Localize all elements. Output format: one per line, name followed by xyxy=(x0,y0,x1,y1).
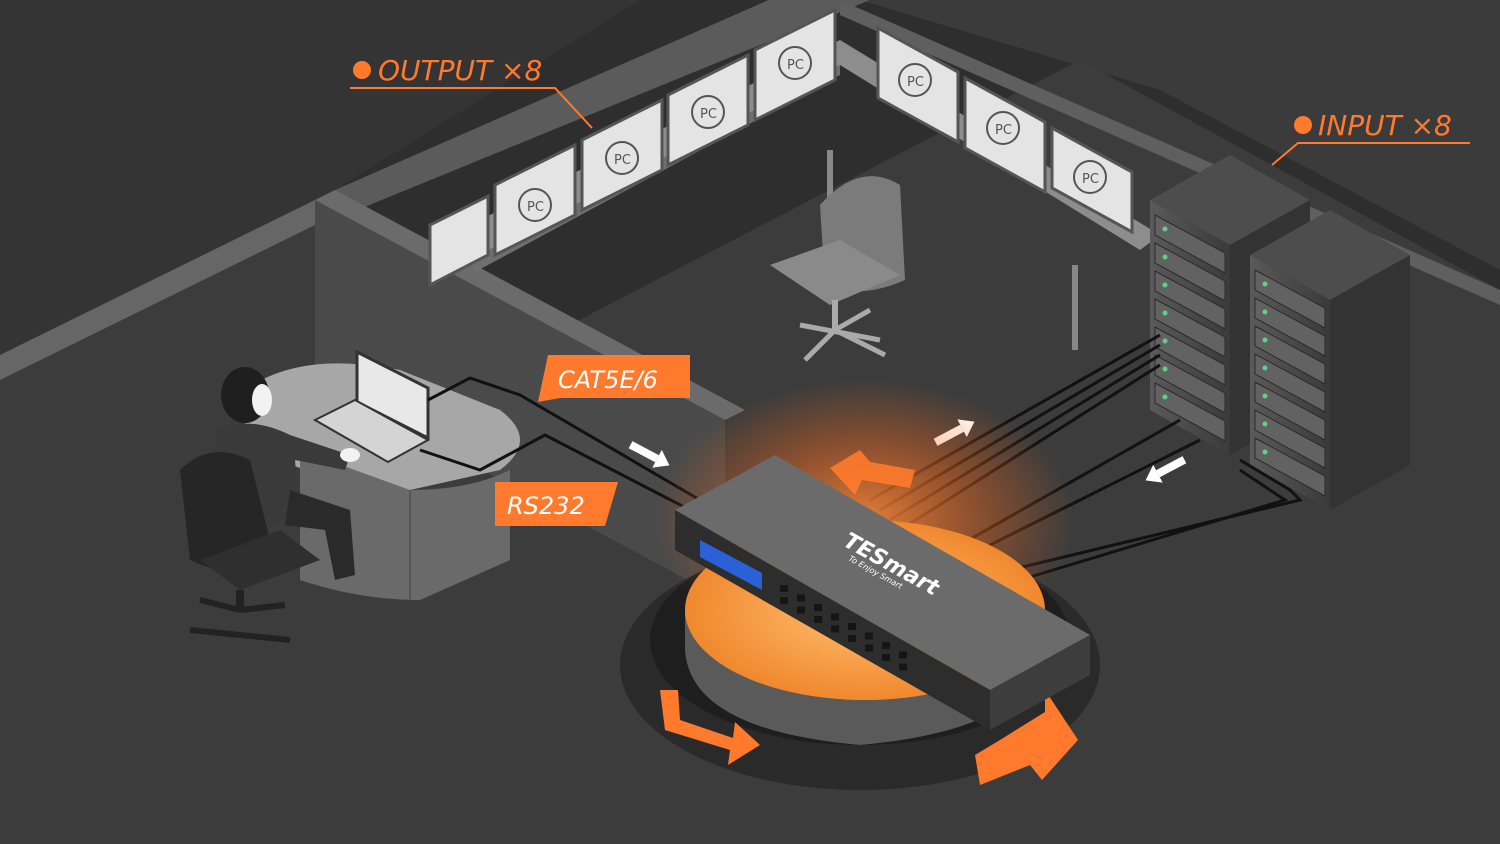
rack-unit xyxy=(1154,382,1226,442)
rack-unit xyxy=(1154,270,1226,330)
port xyxy=(780,585,788,592)
output-label-text: OUTPUT ×8 xyxy=(378,54,542,87)
status-led xyxy=(1162,282,1168,288)
monitor-label: PC xyxy=(907,75,924,90)
port xyxy=(797,594,805,602)
partition-wall-left xyxy=(0,200,315,380)
back-wall xyxy=(0,0,640,365)
rotate-arrow-icon xyxy=(660,690,760,765)
monitor: PC xyxy=(580,97,664,213)
status-led xyxy=(1262,449,1268,455)
cat-tag: CAT5E/6 xyxy=(538,355,690,402)
rack-unit xyxy=(1254,381,1326,441)
lcd-display xyxy=(700,540,762,590)
operator-chair xyxy=(180,452,320,643)
laptop xyxy=(312,349,431,464)
status-led xyxy=(1162,338,1168,344)
port xyxy=(882,654,890,661)
rack-unit xyxy=(1154,242,1226,302)
monitor-label: PC xyxy=(700,107,717,122)
monitor-label: PC xyxy=(995,123,1012,138)
port xyxy=(882,642,890,649)
matrix-switch: TESmart To Enjoy Smart xyxy=(675,455,1090,730)
monitor-label: PC xyxy=(1082,172,1099,187)
monitor-label: PC xyxy=(614,153,631,168)
arrow-icon xyxy=(1145,456,1187,483)
rotation-arrows xyxy=(660,450,1078,785)
right-wall xyxy=(860,0,1500,270)
monitor: PC xyxy=(963,75,1047,195)
arrow-icon xyxy=(628,441,670,468)
port xyxy=(831,625,839,633)
rack-unit xyxy=(1154,214,1226,274)
monitor: PC xyxy=(876,25,960,145)
port xyxy=(899,651,907,659)
partition-wall-inner xyxy=(315,200,725,600)
port xyxy=(848,635,856,642)
monitor: PC xyxy=(1050,125,1134,235)
status-led xyxy=(1262,365,1268,371)
rack-unit xyxy=(1254,269,1326,329)
operator-person xyxy=(215,367,360,580)
status-led xyxy=(1162,226,1168,232)
rack-unit xyxy=(1154,326,1226,386)
monitor-label: PC xyxy=(527,200,544,215)
status-led xyxy=(1262,421,1268,427)
port xyxy=(814,604,822,611)
port xyxy=(865,644,873,652)
rack-units xyxy=(1154,214,1326,497)
rack-unit xyxy=(1254,325,1326,385)
rack-unit xyxy=(1254,297,1326,357)
status-led xyxy=(1162,254,1168,260)
port xyxy=(899,663,907,671)
status-led xyxy=(1262,309,1268,315)
monitor-row-right: PC PC PC xyxy=(876,25,1134,235)
monitor xyxy=(428,193,490,288)
monitor-row-left: PC PC PC PC xyxy=(428,7,837,288)
rack-unit xyxy=(1254,437,1326,497)
monitor: PC xyxy=(666,52,750,168)
port xyxy=(797,606,805,614)
partition-wall-top xyxy=(335,0,870,215)
port xyxy=(865,632,873,640)
monitor: PC xyxy=(493,142,577,258)
rotate-arrow-icon xyxy=(830,450,915,495)
rack-unit xyxy=(1154,298,1226,358)
monitor: PC xyxy=(753,7,837,123)
status-led xyxy=(1162,366,1168,372)
port xyxy=(780,597,788,604)
control-cables xyxy=(419,376,701,512)
status-led xyxy=(1262,337,1268,343)
status-led xyxy=(1162,310,1168,316)
status-led xyxy=(1262,393,1268,399)
input-label-text: INPUT ×8 xyxy=(1318,109,1452,142)
status-led xyxy=(1262,281,1268,287)
port xyxy=(848,623,856,630)
output-label: OUTPUT ×8 xyxy=(350,54,593,129)
office-chair-back xyxy=(770,176,905,362)
status-led xyxy=(1162,394,1168,400)
rotate-arrow-icon xyxy=(975,690,1078,785)
port xyxy=(814,616,822,623)
monitor-label: PC xyxy=(787,58,804,73)
cat-tag-text: CAT5E/6 xyxy=(558,366,658,394)
port-grid xyxy=(780,585,907,671)
port xyxy=(831,613,839,621)
input-label: INPUT ×8 xyxy=(1271,109,1470,166)
rs232-tag: RS232 xyxy=(495,482,618,526)
rack-unit xyxy=(1254,409,1326,469)
rack-unit xyxy=(1254,353,1326,413)
rs232-tag-text: RS232 xyxy=(507,492,585,520)
